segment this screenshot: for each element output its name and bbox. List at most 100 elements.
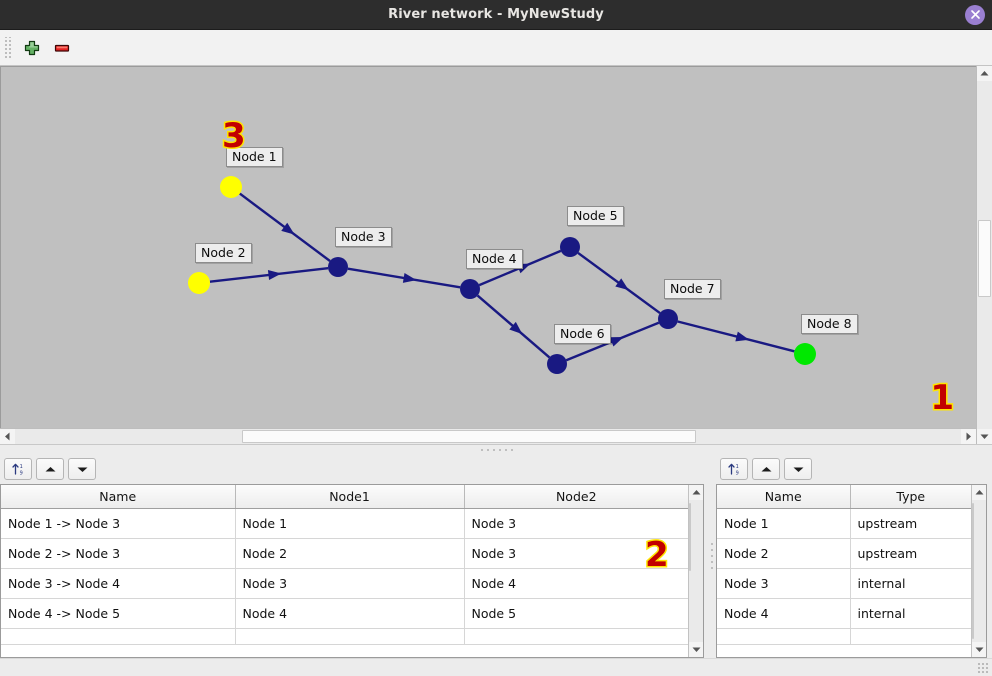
hscroll-right-arrow[interactable] bbox=[961, 429, 976, 444]
node-label-node2[interactable]: Node 2 bbox=[195, 243, 252, 263]
nodes-scroll-thumb[interactable] bbox=[972, 502, 974, 640]
canvas-vscrollbar[interactable] bbox=[976, 66, 992, 444]
cell-empty[interactable] bbox=[235, 628, 465, 645]
vscroll-up-arrow[interactable] bbox=[977, 66, 992, 81]
graph-node-node6[interactable] bbox=[547, 354, 567, 374]
cell-node1[interactable]: Node 3 bbox=[235, 568, 465, 599]
cell-node2[interactable]: Node 4 bbox=[464, 568, 688, 599]
cell-name[interactable]: Node 2 -> Node 3 bbox=[1, 538, 236, 569]
annotation-2: 2 bbox=[644, 534, 671, 577]
hscroll-left-arrow[interactable] bbox=[0, 429, 15, 444]
reaches-table-row-empty[interactable] bbox=[1, 628, 688, 645]
canvas-hscrollbar[interactable] bbox=[0, 428, 976, 444]
reaches-sort-button[interactable]: 1 9 bbox=[4, 458, 32, 480]
cell-name[interactable]: Node 3 -> Node 4 bbox=[1, 568, 236, 599]
nodes-col-type[interactable]: Type bbox=[850, 485, 971, 509]
reaches-col-node1[interactable]: Node1 bbox=[235, 485, 465, 509]
cell-node2[interactable]: Node 5 bbox=[464, 598, 688, 629]
nodes-scroll-up-arrow[interactable] bbox=[972, 485, 986, 500]
reaches-scroll-down-arrow[interactable] bbox=[689, 642, 703, 657]
cell-name[interactable]: Node 3 bbox=[717, 568, 851, 599]
cell-type[interactable]: upstream bbox=[850, 538, 971, 569]
hscroll-thumb[interactable] bbox=[242, 430, 697, 443]
vscroll-track[interactable] bbox=[977, 81, 992, 429]
node-label-node5[interactable]: Node 5 bbox=[567, 206, 624, 226]
chevron-right-icon bbox=[966, 432, 971, 441]
cell-type[interactable]: internal bbox=[850, 568, 971, 599]
reaches-scroll-track[interactable] bbox=[689, 500, 703, 642]
cell-type[interactable]: upstream bbox=[850, 508, 971, 539]
nodes-col-name[interactable]: Name bbox=[717, 485, 851, 509]
reaches-vscrollbar[interactable] bbox=[688, 485, 703, 657]
edge-Node7-to-Node8[interactable] bbox=[677, 320, 795, 353]
cell-empty[interactable] bbox=[1, 628, 236, 645]
nodes-scroll-track[interactable] bbox=[972, 500, 986, 642]
cell-empty[interactable] bbox=[464, 628, 688, 645]
vscroll-thumb[interactable] bbox=[978, 220, 991, 297]
node-label-node7[interactable]: Node 7 bbox=[664, 279, 721, 299]
nodes-sort-button[interactable]: 1 9 bbox=[720, 458, 748, 480]
node-label-node6[interactable]: Node 6 bbox=[554, 324, 611, 344]
cell-node1[interactable]: Node 1 bbox=[235, 508, 465, 539]
cell-name[interactable]: Node 4 -> Node 5 bbox=[1, 598, 236, 629]
cell-name[interactable]: Node 1 bbox=[717, 508, 851, 539]
cell-node2[interactable]: Node 3 bbox=[464, 538, 688, 569]
cell-node2[interactable]: Node 3 bbox=[464, 508, 688, 539]
nodes-table-row-empty[interactable] bbox=[717, 628, 971, 645]
nodes-vscrollbar[interactable] bbox=[971, 485, 986, 657]
reaches-scroll-thumb[interactable] bbox=[689, 502, 691, 571]
reaches-col-name[interactable]: Name bbox=[1, 485, 236, 509]
add-node-button[interactable] bbox=[17, 34, 47, 62]
hscroll-track[interactable] bbox=[15, 429, 961, 444]
node-label-node8[interactable]: Node 8 bbox=[801, 314, 858, 334]
toolbar-drag-handle[interactable] bbox=[4, 36, 11, 59]
reaches-move-up-button[interactable] bbox=[36, 458, 64, 480]
nodes-move-down-button[interactable] bbox=[784, 458, 812, 480]
node-label-node4[interactable]: Node 4 bbox=[466, 249, 523, 269]
delete-node-button[interactable] bbox=[47, 34, 77, 62]
nodes-scroll-down-arrow[interactable] bbox=[972, 642, 986, 657]
chevron-down-icon bbox=[980, 434, 989, 439]
cell-name[interactable]: Node 2 bbox=[717, 538, 851, 569]
graph-node-node5[interactable] bbox=[560, 237, 580, 257]
vertical-splitter[interactable] bbox=[708, 454, 716, 658]
graph-node-node7[interactable] bbox=[658, 309, 678, 329]
network-canvas[interactable]: Node 1 Node 2 Node 3 Node 4 Node 5 Node 6 Node… bbox=[0, 66, 976, 428]
window-title: River network - MyNewStudy bbox=[388, 7, 604, 22]
graph-node-node8[interactable] bbox=[794, 343, 816, 365]
graph-node-node2[interactable] bbox=[188, 272, 210, 294]
add-plus-icon bbox=[24, 40, 40, 55]
reaches-scroll-up-arrow[interactable] bbox=[689, 485, 703, 500]
vscroll-down-arrow[interactable] bbox=[977, 429, 992, 444]
cell-type[interactable]: internal bbox=[850, 598, 971, 629]
arrow-down-icon bbox=[793, 467, 803, 472]
graph-node-node3[interactable] bbox=[328, 257, 348, 277]
cell-name[interactable]: Node 4 bbox=[717, 598, 851, 629]
nodes-move-up-button[interactable] bbox=[752, 458, 780, 480]
graph-node-node4[interactable] bbox=[460, 279, 480, 299]
cell-node1[interactable]: Node 4 bbox=[235, 598, 465, 629]
window-resize-grip[interactable] bbox=[977, 662, 989, 674]
graph-node-node1[interactable] bbox=[220, 176, 242, 198]
close-button[interactable] bbox=[965, 4, 985, 25]
reaches-move-down-button[interactable] bbox=[68, 458, 96, 480]
nodes-header-row: Name Type bbox=[717, 485, 971, 509]
cell-node1[interactable]: Node 2 bbox=[235, 538, 465, 569]
cell-name[interactable]: Node 1 -> Node 3 bbox=[1, 508, 236, 539]
cell-empty[interactable] bbox=[850, 628, 971, 645]
reaches-col-node2[interactable]: Node2 bbox=[464, 485, 688, 509]
node-label-node3[interactable]: Node 3 bbox=[335, 227, 392, 247]
node-label-node1[interactable]: Node 1 bbox=[226, 147, 283, 167]
cell-empty[interactable] bbox=[717, 628, 851, 645]
close-icon bbox=[970, 10, 980, 19]
horizontal-splitter[interactable] bbox=[0, 444, 992, 454]
